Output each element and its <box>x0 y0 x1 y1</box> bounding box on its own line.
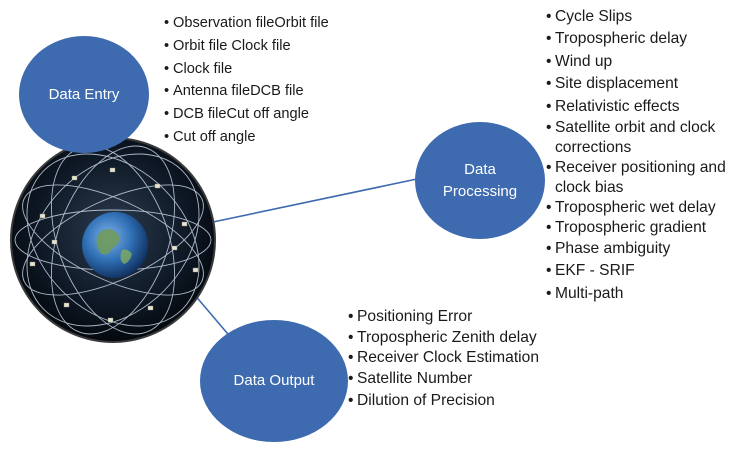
list-item: Tropospheric delay <box>546 28 730 51</box>
list-item: Relativistic effects <box>546 96 730 119</box>
connector-globe-processing <box>212 178 418 223</box>
list-item: Receiver Clock Estimation <box>348 348 558 368</box>
list-item: Dilution of Precision <box>348 390 558 412</box>
node-data-processing-label-line1: Data <box>464 160 496 178</box>
list-item: Wind up <box>546 51 730 74</box>
list-item: Clock file <box>164 58 364 81</box>
node-data-processing-label-line2: Processing <box>442 182 518 200</box>
node-data-entry-label: Data Entry <box>48 85 120 103</box>
list-item: Cut off angle <box>164 126 364 149</box>
list-item: Satellite Number <box>348 368 558 390</box>
node-data-output-label: Data Output <box>233 372 315 390</box>
list-item: Multi-path <box>546 283 730 306</box>
list-item: Antenna fileDCB file <box>164 80 364 103</box>
node-data-entry: Data Entry <box>19 36 149 153</box>
data-output-list: Positioning Error Tropospheric Zenith de… <box>348 306 558 413</box>
list-item: Receiver positioning and clock bias <box>546 158 730 198</box>
node-data-output: Data Output <box>200 320 348 442</box>
list-item: DCB fileCut off angle <box>164 103 364 126</box>
list-item: Orbit file Clock file <box>164 35 364 58</box>
list-item: Positioning Error <box>348 306 558 328</box>
list-item: Site displacement <box>546 73 730 96</box>
list-item: Satellite orbit and clock corrections <box>546 118 730 158</box>
list-item: Tropospheric gradient <box>546 218 730 238</box>
node-data-processing: Data Processing <box>415 122 545 239</box>
data-processing-list: Cycle Slips Tropospheric delay Wind up S… <box>546 6 730 306</box>
list-item: Tropospheric Zenith delay <box>348 328 558 348</box>
list-item: Cycle Slips <box>546 6 730 29</box>
list-item: Phase ambiguity <box>546 238 730 261</box>
data-entry-list: Observation fileOrbit file Orbit file Cl… <box>164 12 364 149</box>
list-item: Tropospheric wet delay <box>546 198 730 218</box>
list-item: Observation fileOrbit file <box>164 12 364 35</box>
list-item: EKF - SRIF <box>546 260 730 283</box>
